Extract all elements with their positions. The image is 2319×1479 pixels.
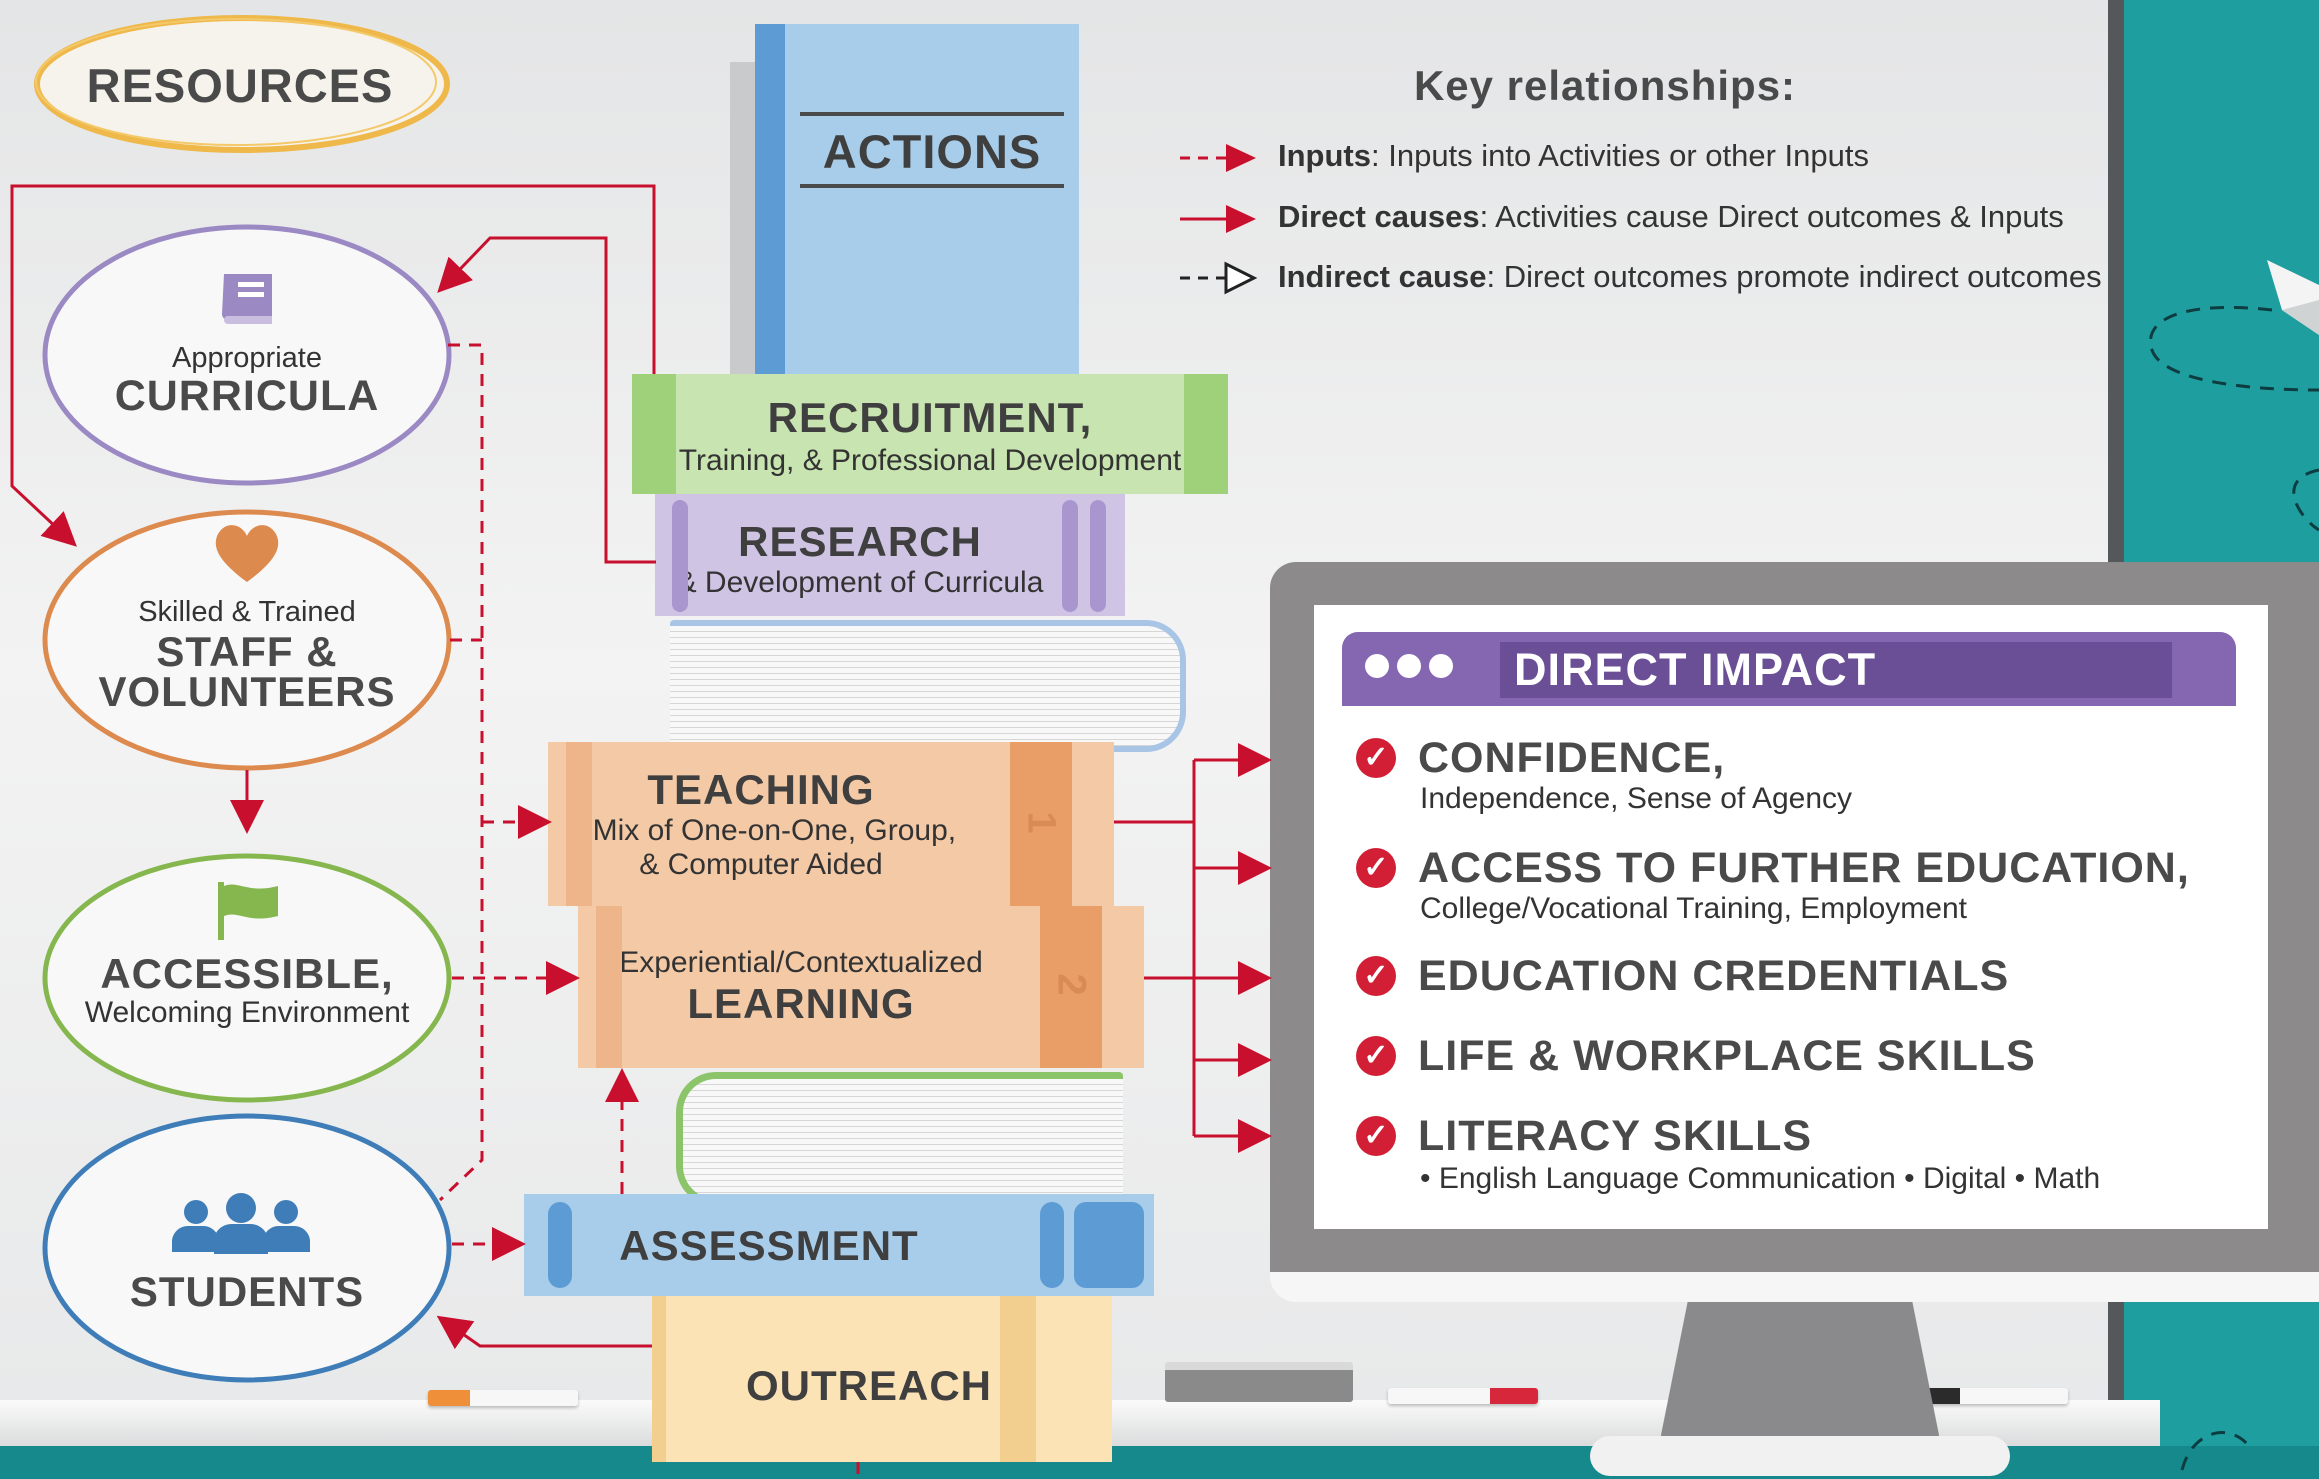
monitor-stand	[1590, 1290, 2010, 1476]
assessment-band-left	[548, 1202, 572, 1288]
key-title: Key relationships:	[1413, 62, 1797, 109]
key-item-inputs-text: : Inputs into Activities or other Inputs	[1371, 138, 1869, 173]
eraser	[1165, 1362, 1353, 1402]
key-item-indirect-label: Indirect cause	[1278, 259, 1487, 294]
staff-pre: Skilled & Trained	[138, 596, 356, 628]
people-icon	[172, 1193, 310, 1254]
marker-orange	[428, 1390, 578, 1406]
key-arrows	[1180, 144, 1258, 295]
curricula-title: CURRICULA	[114, 372, 380, 420]
learning-spine	[1040, 906, 1102, 1068]
key-item-indirect-text: : Direct outcomes promote indirect outco…	[1486, 259, 2102, 294]
outreach-band	[1000, 1296, 1036, 1462]
outreach-title: OUTREACH	[746, 1362, 992, 1409]
assessment-title: ASSESSMENT	[619, 1222, 919, 1269]
impact-item-sub: College/Vocational Training, Employment	[1420, 892, 1967, 925]
actions-rule-top	[800, 112, 1064, 116]
impact-item-sub: Independence, Sense of Agency	[1420, 782, 1853, 815]
flag-icon	[218, 882, 278, 940]
key-item-direct-text: : Activities cause Direct outcomes & Inp…	[1479, 199, 2064, 234]
learning-spine-band-left	[596, 906, 622, 1068]
research-title: RESEARCH	[738, 518, 982, 565]
marker-black	[1918, 1388, 2068, 1404]
staff-title-1: STAFF &	[156, 628, 338, 675]
teaching-spine	[1010, 742, 1072, 906]
key-item-inputs: Inputs: Inputs into Activities or other …	[1278, 138, 1869, 174]
check-icon: ✓	[1356, 738, 1396, 778]
dashed-arrows	[438, 343, 860, 1479]
actions-title: ACTIONS	[822, 125, 1042, 178]
research-spine-band-right-1	[1062, 500, 1078, 612]
assessment-band-right-2	[1074, 1202, 1144, 1288]
solid-arrows	[10, 184, 1272, 1350]
key-item-direct-label: Direct causes	[1278, 199, 1480, 234]
key-item-direct: Direct causes: Activities cause Direct o…	[1278, 199, 2064, 235]
check-icon: ✓	[1356, 848, 1396, 888]
teaching-sub-2: & Computer Aided	[639, 848, 883, 881]
book-icon	[222, 274, 272, 324]
monitor-screen	[1314, 605, 2268, 1229]
impact-item-title: ACCESS TO FURTHER EDUCATION,	[1418, 844, 2190, 892]
research-spine-band-left	[672, 500, 688, 612]
assessment-band-right-1	[1040, 1202, 1064, 1288]
actions-book-front	[755, 24, 1079, 376]
heart-icon	[215, 525, 279, 582]
environment-sub: Welcoming Environment	[84, 996, 410, 1029]
impact-item-title: CONFIDENCE,	[1418, 734, 1726, 782]
impact-title: DIRECT IMPACT	[1514, 644, 1877, 695]
teaching-spine-band-left	[566, 742, 592, 906]
learning-pre: Experiential/Contextualized	[619, 946, 983, 979]
recruitment-sub: Training, & Professional Development	[678, 444, 1182, 477]
check-icon: ✓	[1356, 1036, 1396, 1076]
actions-rule-bottom	[800, 184, 1064, 188]
resources-title: RESOURCES	[86, 59, 394, 112]
research-book: RESEARCH & Development of Curricula	[655, 494, 1125, 616]
teaching-title: TEACHING	[647, 766, 875, 813]
impact-item-title: LIFE & WORKPLACE SKILLS	[1418, 1032, 2036, 1080]
students-title: STUDENTS	[129, 1268, 365, 1315]
impact-item-sub: • English Language Communication • Digit…	[1420, 1162, 2101, 1195]
impact-item-title: LITERACY SKILLS	[1418, 1112, 1813, 1160]
check-icon: ✓	[1356, 956, 1396, 996]
research-sub: & Development of Curricula	[676, 566, 1044, 599]
teaching-sub-1: A Mix of One-on-One, Group,	[565, 814, 957, 847]
resources-column	[34, 15, 452, 1383]
key-item-indirect: Indirect cause: Direct outcomes promote …	[1278, 259, 2102, 295]
impact-title-bar	[1500, 642, 2172, 698]
recruitment-title: RECRUITMENT,	[767, 394, 1093, 441]
research-spine-band-right-2	[1090, 500, 1106, 612]
check-icon: ✓	[1356, 1116, 1396, 1156]
key-item-inputs-label: Inputs	[1278, 138, 1371, 173]
staff-title-2: VOLUNTEERS	[98, 668, 396, 715]
impact-item-title: EDUCATION CREDENTIALS	[1418, 952, 2010, 1000]
recruitment-book: RECRUITMENT, Training, & Professional De…	[632, 374, 1228, 494]
impact-header-dots	[1365, 654, 1453, 683]
paper-airplane-decoration	[2149, 260, 2319, 1471]
learning-title: LEARNING	[687, 980, 915, 1027]
curricula-pre: Appropriate	[172, 342, 322, 374]
environment-title: ACCESSIBLE,	[100, 950, 394, 997]
marker-red	[1388, 1388, 1538, 1404]
